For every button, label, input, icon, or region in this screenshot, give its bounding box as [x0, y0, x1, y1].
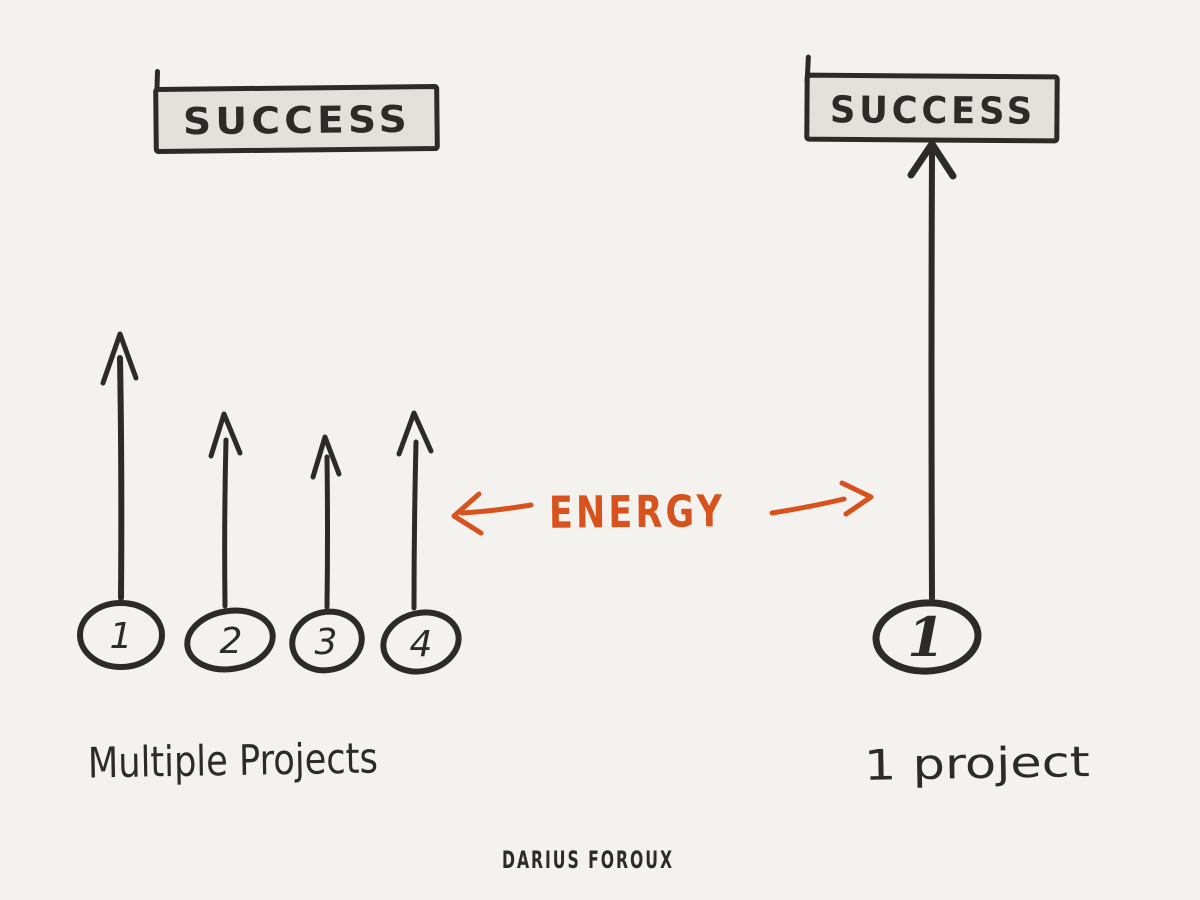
- arrow-shaft: [117, 355, 125, 601]
- project-number: 1: [907, 605, 945, 669]
- energy-left-arrow-shaft: [459, 502, 534, 516]
- project-number: 2: [220, 621, 243, 662]
- project-2-arrow: 2: [184, 411, 276, 673]
- left-arrow-head-icon: [451, 491, 484, 536]
- arrow-head-icon: [208, 411, 243, 459]
- arrow-head-icon: [396, 410, 434, 457]
- project-bubble: [380, 609, 462, 675]
- single-project-arrow: 1: [872, 140, 982, 675]
- energy-right-arrow-shaft: [769, 496, 847, 516]
- energy-label: ENERGY: [549, 486, 725, 539]
- arrow-head-icon: [907, 140, 957, 180]
- project-1-arrow: 1: [77, 331, 165, 670]
- project-number: 4: [410, 624, 433, 665]
- project-3-arrow: 3: [289, 434, 365, 674]
- success-box-rect: [153, 84, 440, 154]
- left-success-box: SUCCESS: [153, 68, 440, 154]
- project-bubble: [184, 607, 276, 673]
- project-number: 3: [315, 622, 338, 663]
- right-success-label: SUCCESS: [830, 88, 1036, 132]
- arrow-shaft: [411, 439, 419, 611]
- right-success-box: SUCCESS: [804, 54, 1060, 144]
- project-bubble: [77, 600, 165, 670]
- project-number: 1: [110, 616, 133, 657]
- project-4-arrow: 4: [380, 410, 462, 675]
- right-caption: 1 project: [863, 737, 1090, 790]
- right-arrow-head-icon: [839, 480, 874, 517]
- success-box-rect: [804, 72, 1060, 144]
- left-caption: Multiple Projects: [87, 733, 378, 787]
- left-success-label: SUCCESS: [183, 98, 411, 143]
- arrow-shaft: [222, 437, 229, 609]
- energy-callout: ENERGY: [451, 480, 874, 539]
- arrow-head-icon: [310, 434, 342, 480]
- arrow-head-icon: [100, 331, 139, 386]
- arrow-shaft: [928, 149, 935, 601]
- project-bubble: [289, 608, 365, 674]
- arrow-shaft: [324, 454, 330, 610]
- signature: DARIUS FOROUX: [502, 846, 674, 874]
- project-bubble: [872, 599, 982, 675]
